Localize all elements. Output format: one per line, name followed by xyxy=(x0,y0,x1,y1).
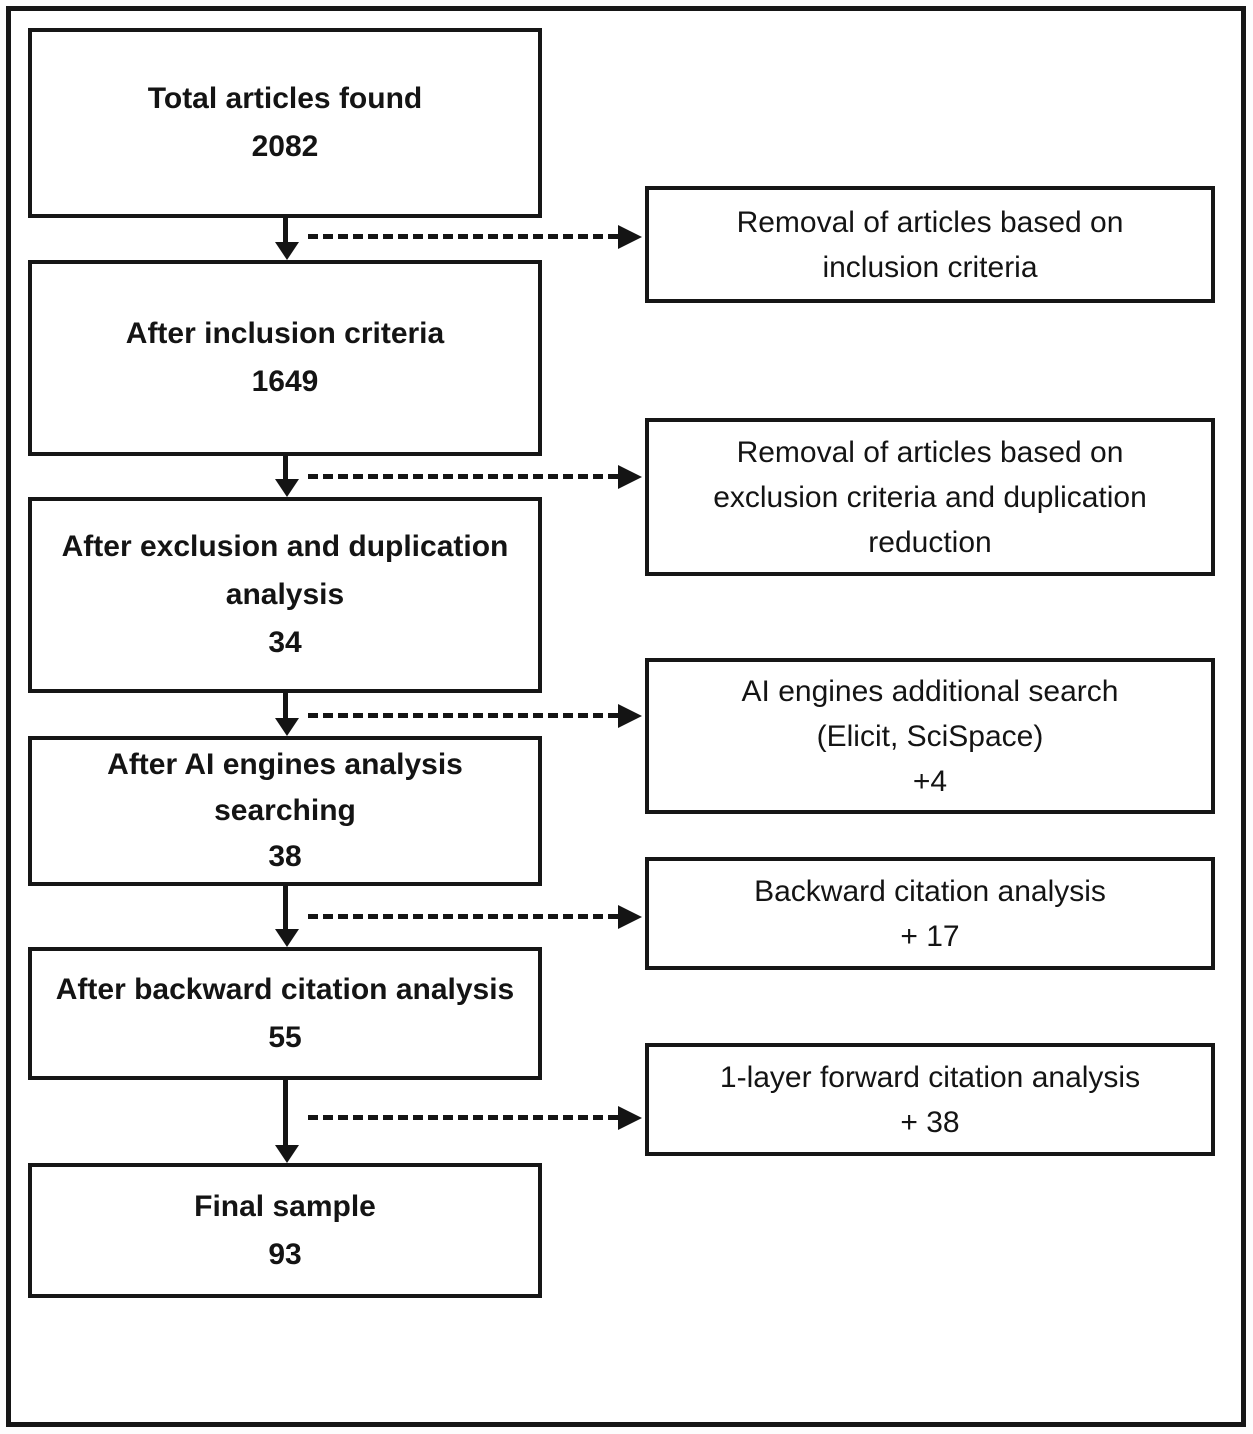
note-box-forward-citation: 1-layer forward citation analysis + 38 xyxy=(645,1043,1215,1156)
down-arrow-1 xyxy=(275,218,299,260)
note-line: exclusion criteria and duplication xyxy=(713,480,1147,514)
dashed-arrow-backward-citation xyxy=(308,905,642,929)
dashed-arrow-forward-citation xyxy=(308,1106,642,1130)
stage-box-total-articles: Total articles found 2082 xyxy=(28,28,542,218)
note-line: 1-layer forward citation analysis xyxy=(719,1060,1141,1094)
stage-label: After exclusion and duplication xyxy=(61,530,509,563)
note-line: AI engines additional search xyxy=(741,674,1119,708)
note-count: +4 xyxy=(912,764,948,798)
note-line: inclusion criteria xyxy=(822,250,1038,284)
note-count: + 17 xyxy=(900,919,960,953)
stage-count: 1649 xyxy=(251,365,319,398)
note-line: Backward citation analysis xyxy=(754,874,1106,908)
note-box-backward-citation: Backward citation analysis + 17 xyxy=(645,857,1215,970)
stage-count: 93 xyxy=(268,1237,302,1271)
down-arrow-4 xyxy=(275,886,299,947)
stage-count: 38 xyxy=(268,840,302,873)
stage-label: searching xyxy=(214,794,356,827)
note-box-ai-engines-additional: AI engines additional search (Elicit, Sc… xyxy=(645,658,1215,814)
stage-label: analysis xyxy=(225,578,345,611)
stage-box-final-sample: Final sample 93 xyxy=(28,1163,542,1298)
note-line: (Elicit, SciSpace) xyxy=(816,719,1044,753)
stage-label: Total articles found xyxy=(147,82,423,115)
note-line: reduction xyxy=(868,525,992,559)
down-arrow-2 xyxy=(275,456,299,497)
dashed-arrow-ai-engines xyxy=(308,704,642,728)
stage-box-after-inclusion: After inclusion criteria 1649 xyxy=(28,260,542,456)
stage-box-after-backward-citation: After backward citation analysis 55 xyxy=(28,947,542,1080)
stage-count: 34 xyxy=(268,626,302,659)
stage-box-after-exclusion: After exclusion and duplication analysis… xyxy=(28,497,542,693)
down-arrow-3 xyxy=(275,693,299,736)
note-line: Removal of articles based on xyxy=(736,435,1124,469)
dashed-arrow-removal-inclusion xyxy=(308,225,642,249)
note-box-removal-exclusion: Removal of articles based on exclusion c… xyxy=(645,418,1215,576)
stage-box-after-ai-engines: After AI engines analysis searching 38 xyxy=(28,736,542,886)
stage-count: 2082 xyxy=(251,130,319,163)
stage-count: 55 xyxy=(268,1020,302,1054)
stage-label: After AI engines analysis xyxy=(107,748,463,781)
stage-label: Final sample xyxy=(194,1189,376,1223)
note-box-removal-inclusion: Removal of articles based on inclusion c… xyxy=(645,186,1215,303)
note-count: + 38 xyxy=(900,1105,960,1139)
dashed-arrow-removal-exclusion xyxy=(308,465,642,489)
stage-label: After backward citation analysis xyxy=(55,972,515,1006)
stage-label: After inclusion criteria xyxy=(125,317,445,350)
down-arrow-5 xyxy=(275,1080,299,1163)
note-line: Removal of articles based on xyxy=(736,205,1124,239)
